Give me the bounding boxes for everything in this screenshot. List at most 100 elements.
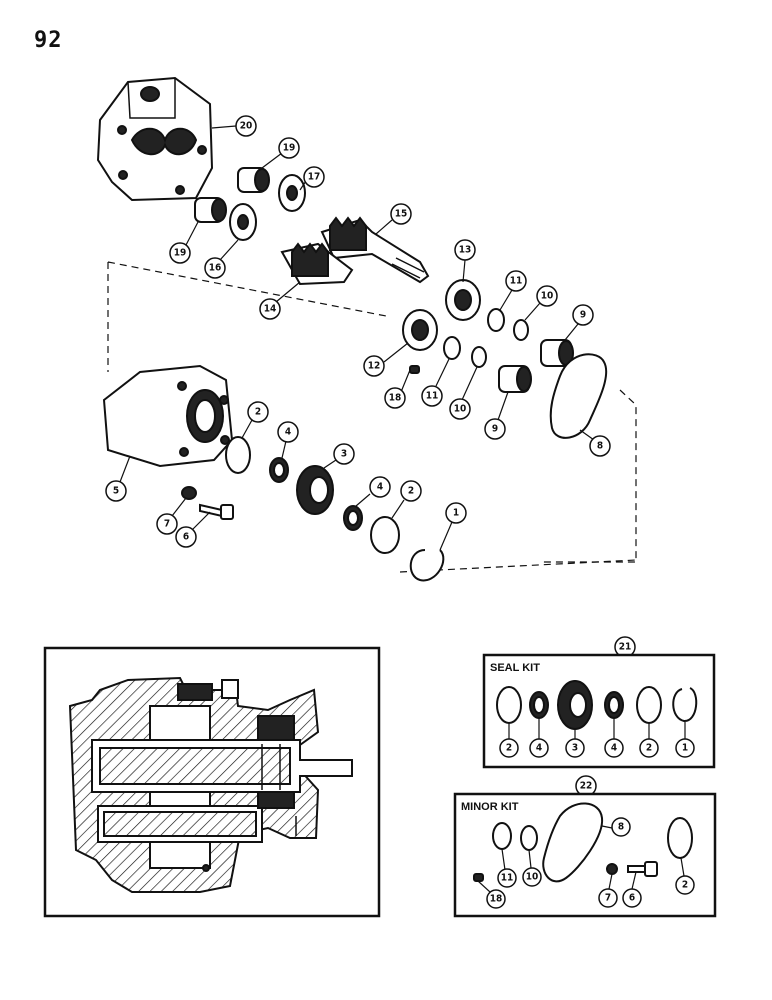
cross-section-view (43, 646, 381, 918)
page-number: 92 (34, 28, 63, 53)
drive-gear-15 (320, 216, 430, 284)
callout-4-left: 4 (277, 421, 299, 459)
callout-9-lower: 9 (484, 391, 509, 440)
svg-text:9: 9 (492, 424, 498, 435)
bushing-19-lower (194, 197, 227, 223)
o-ring-2-right (370, 516, 400, 554)
svg-text:7: 7 (164, 519, 170, 530)
pin-18 (409, 365, 420, 374)
callout-13: 13 (454, 239, 476, 283)
svg-text:12: 12 (368, 361, 381, 372)
svg-text:8: 8 (618, 822, 624, 833)
callout-1: 1 (439, 502, 467, 551)
svg-text:11: 11 (426, 391, 439, 402)
svg-text:3: 3 (341, 449, 347, 460)
callout-3: 3 (323, 443, 355, 469)
callout-10-lower: 10 (449, 366, 478, 420)
svg-text:10: 10 (526, 872, 539, 883)
svg-text:4: 4 (285, 427, 291, 438)
callout-14: 14 (259, 281, 301, 320)
driven-gear-14 (280, 242, 354, 286)
callout-12: 12 (363, 342, 409, 377)
svg-text:2: 2 (506, 743, 512, 754)
seal-kit-panel: 21 SEAL KIT 2 4 3 4 2 1 (482, 636, 716, 769)
ring-10-upper (513, 319, 529, 341)
callout-6: 6 (175, 511, 211, 548)
svg-text:11: 11 (501, 873, 514, 884)
svg-text:13: 13 (459, 245, 472, 256)
svg-text:10: 10 (454, 404, 467, 415)
svg-text:SEAL KIT: SEAL KIT (490, 662, 540, 674)
callout-15: 15 (375, 203, 412, 235)
thrust-plate-16 (229, 203, 257, 241)
washer-4-right-inner (347, 510, 359, 526)
svg-text:19: 19 (174, 248, 187, 259)
svg-text:22: 22 (580, 781, 593, 792)
callout-2-right: 2 (391, 480, 422, 519)
svg-text:9: 9 (580, 310, 586, 321)
callout-19: 19 (261, 137, 300, 169)
svg-text:15: 15 (395, 209, 408, 220)
callout-7: 7 (156, 497, 187, 535)
callout-11-lower: 11 (421, 358, 450, 407)
svg-text:6: 6 (183, 532, 189, 543)
callout-19-lower: 19 (169, 221, 199, 264)
bolt-6 (199, 503, 234, 520)
thrust-plate-17 (278, 174, 306, 212)
callout-2-left: 2 (241, 401, 269, 439)
callout-8: 8 (579, 429, 611, 457)
svg-text:16: 16 (209, 263, 222, 274)
svg-text:4: 4 (536, 743, 542, 754)
nut-7 (181, 486, 197, 500)
ring-10-lower (471, 346, 487, 368)
svg-text:8: 8 (597, 441, 603, 452)
svg-text:3: 3 (572, 743, 578, 754)
svg-text:2: 2 (408, 486, 414, 497)
svg-text:MINOR KIT: MINOR KIT (461, 801, 519, 813)
bushing-9-lower (498, 365, 532, 393)
o-ring-2-left (225, 436, 251, 474)
svg-text:10: 10 (541, 291, 554, 302)
callout-18: 18 (384, 369, 411, 409)
svg-text:14: 14 (264, 304, 277, 315)
svg-text:18: 18 (490, 894, 503, 905)
svg-text:2: 2 (646, 743, 652, 754)
gasket-seal-8 (549, 353, 608, 439)
svg-text:19: 19 (283, 143, 296, 154)
svg-text:1: 1 (453, 508, 459, 519)
ring-11-upper (487, 308, 505, 332)
svg-text:18: 18 (389, 393, 402, 404)
svg-text:2: 2 (682, 880, 688, 891)
callout-17: 17 (299, 166, 325, 191)
bushing-19-upper (237, 167, 270, 193)
snap-ring-1 (409, 549, 445, 582)
svg-text:1: 1 (682, 743, 688, 754)
callout-10: 10 (524, 285, 558, 321)
ring-11-lower (443, 336, 461, 360)
washer-4-left-inner (273, 462, 285, 478)
wear-plate-12 (402, 309, 438, 351)
svg-text:11: 11 (510, 276, 523, 287)
cover-5 (102, 364, 234, 468)
callout-5: 5 (105, 455, 131, 502)
svg-text:17: 17 (308, 172, 321, 183)
svg-text:4: 4 (377, 482, 383, 493)
svg-text:6: 6 (629, 893, 635, 904)
callout-16: 16 (204, 239, 239, 279)
svg-text:2: 2 (255, 407, 261, 418)
svg-text:20: 20 (240, 121, 253, 132)
callout-9: 9 (564, 304, 594, 341)
pump-body-20 (96, 76, 214, 202)
svg-text:7: 7 (605, 893, 611, 904)
bushing-9-upper (540, 339, 574, 367)
svg-text:4: 4 (611, 743, 617, 754)
seal-3 (296, 465, 334, 515)
svg-text:5: 5 (113, 486, 119, 497)
minor-kit-panel: 22 MINOR KIT 11 10 8 2 7 6 18 (453, 775, 717, 918)
svg-text:21: 21 (619, 642, 632, 653)
callout-11: 11 (499, 270, 527, 311)
wear-plate-13 (445, 279, 481, 321)
callout-20: 20 (211, 115, 257, 137)
callout-4-right: 4 (355, 476, 391, 507)
